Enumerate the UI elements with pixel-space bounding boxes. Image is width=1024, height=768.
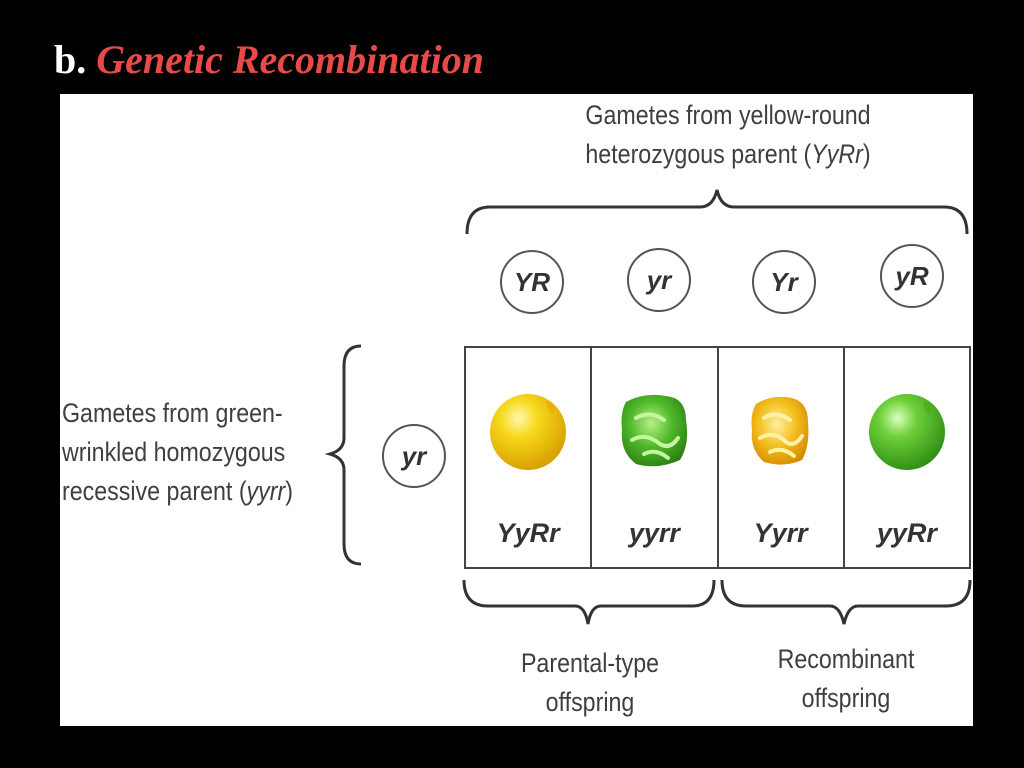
top-label-genotype: YyRr — [811, 139, 863, 170]
parental-offspring-label: Parental-type offspring — [495, 644, 684, 722]
left-label-genotype: yyrr — [246, 476, 286, 507]
green-round-pea-icon — [868, 394, 945, 470]
recombinant-brace — [720, 579, 972, 625]
offspring-genotype: yyrr — [628, 518, 680, 548]
left-label-line2: wrinkled homozygous — [62, 437, 286, 468]
offspring-genotype: yyRr — [876, 518, 937, 548]
left-gametes-label: Gametes from green- wrinkled homozygous … — [62, 394, 293, 511]
yellow-wrinkled-pea-icon — [751, 396, 809, 465]
parental-label-line1: Parental-type — [520, 648, 660, 678]
offspring-cell: Yyrr — [719, 348, 845, 567]
slide-title: b. Genetic Recombination — [54, 40, 484, 80]
offspring-cell: YyRr — [466, 348, 593, 567]
top-brace — [465, 189, 969, 235]
gamete-circle-Yr: Yr — [752, 250, 816, 314]
title-text: Genetic Recombination — [96, 37, 485, 82]
gamete-circle-left-yr: yr — [382, 424, 446, 488]
gamete-circle-yR: yR — [880, 244, 944, 308]
offspring-cell: yyRr — [845, 348, 969, 567]
recombinant-label-line1: Recombinant — [777, 644, 915, 674]
parental-brace — [462, 579, 716, 625]
gamete-circle-YR: YR — [500, 250, 564, 314]
diagram-panel: Gametes from yellow-round heterozygous p… — [60, 94, 973, 726]
top-gametes-label: Gametes from yellow-round heterozygous p… — [565, 96, 892, 174]
left-label-line1: Gametes from green- — [62, 398, 283, 428]
offspring-genotype: Yyrr — [753, 518, 808, 548]
left-brace — [324, 344, 362, 566]
parental-label-line2: offspring — [545, 687, 635, 718]
left-label-line3-suffix: ) — [285, 476, 293, 507]
recombinant-label-line2: offspring — [801, 683, 891, 714]
top-label-line2: heterozygous parent (YyRr) — [565, 135, 892, 174]
recombinant-offspring-label: Recombinant offspring — [760, 640, 932, 718]
yellow-round-pea-icon — [490, 394, 567, 470]
gamete-circle-yr: yr — [627, 248, 691, 312]
top-label-line1: Gametes from yellow-round — [585, 100, 871, 130]
offspring-cell: yyrr — [592, 348, 719, 567]
top-label-line2-suffix: ) — [862, 139, 871, 170]
left-label-line3: recessive parent (yyrr) — [62, 472, 293, 511]
green-wrinkled-pea-icon — [621, 394, 688, 467]
top-label-line2-prefix: heterozygous parent ( — [585, 139, 812, 170]
offspring-genotype: YyRr — [496, 518, 560, 548]
punnett-row: YyRr yyrr Yyrr yyRr — [464, 346, 971, 569]
braces-layer — [324, 189, 972, 625]
title-prefix: b. — [54, 37, 87, 82]
left-label-line3-prefix: recessive parent ( — [62, 476, 247, 507]
